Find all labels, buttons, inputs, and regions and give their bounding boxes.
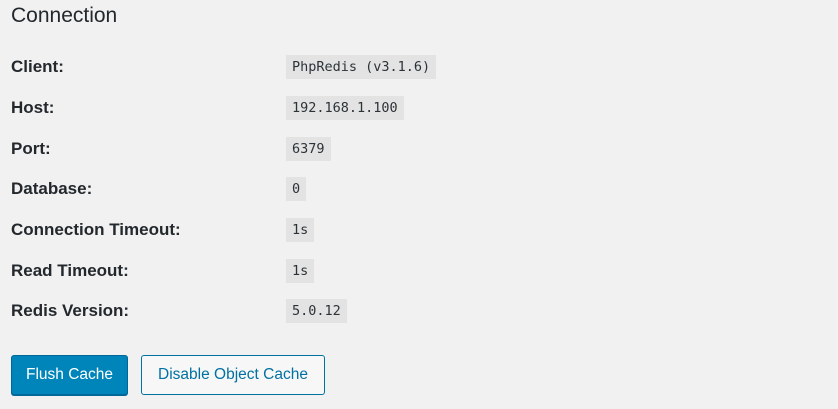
read-timeout-label: Read Timeout: xyxy=(11,261,129,280)
info-row-database: Database: 0 xyxy=(0,177,838,201)
port-value: 6379 xyxy=(286,137,331,161)
disable-object-cache-button[interactable]: Disable Object Cache xyxy=(141,355,325,395)
info-row-connection-timeout: Connection Timeout: 1s xyxy=(0,218,838,242)
port-label: Port: xyxy=(11,139,51,158)
info-row-port: Port: 6379 xyxy=(0,137,838,161)
connection-timeout-value: 1s xyxy=(286,218,315,242)
flush-cache-button[interactable]: Flush Cache xyxy=(11,355,128,395)
client-label: Client: xyxy=(11,57,64,76)
client-value: PhpRedis (v3.1.6) xyxy=(286,55,437,79)
connection-timeout-label: Connection Timeout: xyxy=(11,220,181,239)
database-value: 0 xyxy=(286,177,307,201)
info-row-host: Host: 192.168.1.100 xyxy=(0,96,838,120)
host-value: 192.168.1.100 xyxy=(286,96,404,120)
redis-version-value: 5.0.12 xyxy=(286,299,347,323)
read-timeout-value: 1s xyxy=(286,259,315,283)
info-row-redis-version: Redis Version: 5.0.12 xyxy=(0,299,838,323)
database-label: Database: xyxy=(11,179,93,198)
info-row-read-timeout: Read Timeout: 1s xyxy=(0,259,838,283)
redis-version-label: Redis Version: xyxy=(11,301,130,320)
info-row-client: Client: PhpRedis (v3.1.6) xyxy=(0,55,838,79)
section-title: Connection xyxy=(11,4,118,27)
host-label: Host: xyxy=(11,98,55,117)
